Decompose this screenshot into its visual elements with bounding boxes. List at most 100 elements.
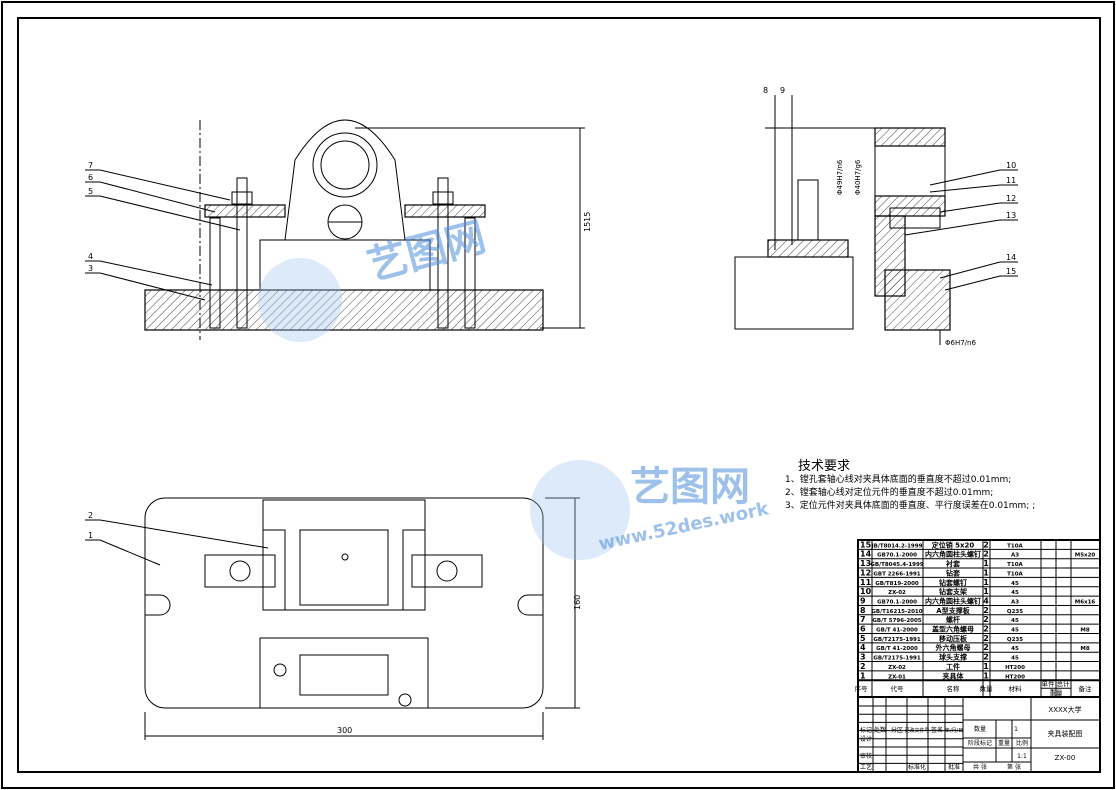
bom-cell-code: GBT 2266-1991 (873, 571, 920, 577)
bom-header-qty: 数量 (980, 684, 994, 693)
leader-line (99, 169, 231, 201)
bom-header-name: 名称 (947, 684, 961, 693)
bom-cell-name: 定位销 5x20 (932, 540, 975, 549)
bom-header-unit: 单件 (1042, 679, 1056, 688)
leader-line (944, 275, 1001, 291)
bom-cell-material: T10A (1007, 571, 1023, 577)
bom-cell-code: ZX-02 (888, 665, 906, 671)
bom-cell-code: GB/T 5796-2005 (872, 618, 921, 624)
bom-header-total: 总计 (1057, 679, 1071, 688)
bom-header-weight: 重量 (1050, 689, 1064, 697)
bom-header-no: 序号 (855, 684, 869, 693)
part-balloon: 4 (88, 252, 93, 261)
tech-req-title: 技术要求 (798, 459, 850, 474)
drawing-number: ZX-00 (1055, 754, 1076, 762)
bom-cell-no: 15 (860, 540, 872, 549)
bom-cell-name: 钻套支架 (939, 587, 967, 596)
bom-cell-qty: 1 (983, 587, 989, 596)
title-block-mark: 标记 (860, 726, 872, 734)
bom-cell-qty: 1 (983, 578, 989, 587)
title-block-qty: 1 (1014, 726, 1018, 733)
bom-cell-material: HT200 (1005, 674, 1025, 680)
title-block-sheet_total: 共 张 (973, 763, 987, 771)
bom-cell-material: 45 (1011, 581, 1019, 587)
title-block-weight_label: 重量 (998, 739, 1010, 747)
bom-cell-no: 12 (860, 568, 871, 577)
title-block-count: 处数 (874, 726, 886, 734)
bom-cell-material: Q235 (1007, 609, 1023, 615)
bom-cell-material: HT200 (1005, 665, 1025, 671)
bom-cell-material: 45 (1011, 656, 1019, 662)
bom-cell-note: M5x20 (1075, 553, 1096, 559)
bom-cell-name: 盖型六角螺母 (932, 625, 974, 634)
bom-cell-no: 13 (860, 559, 871, 568)
tech-req-item: 1、镗孔套轴心线对夹具体底面的垂直度不超过0.01mm; (785, 473, 1011, 485)
part-balloon: 15 (1006, 267, 1016, 276)
leader-line (99, 272, 206, 301)
bom-cell-qty: 2 (983, 606, 989, 615)
bom-cell-name: 工件 (946, 662, 960, 671)
bom-cell-no: 6 (860, 625, 866, 634)
title-block-date: 年/月/日 (945, 727, 963, 734)
leader-line (99, 195, 241, 231)
bom-cell-qty: 2 (983, 643, 989, 652)
bom-cell-qty: 4 (983, 596, 989, 605)
leader-line (99, 181, 216, 213)
bom-cell-code: ZX-02 (888, 590, 906, 596)
bom-cell-name: 内六角圆柱头螺钉 (925, 596, 981, 605)
svg-text:艺图网: 艺图网 (363, 214, 491, 289)
bom-cell-name: 衬套 (945, 559, 961, 568)
tech-req-item: 3、定位元件对夹具体底面的垂直度、平行度误差在0.01mm; ; (785, 499, 1035, 511)
leader-line (99, 539, 161, 566)
bom-cell-code: GB/T2175-1991 (873, 637, 921, 643)
dim-top-height: 160 (573, 595, 582, 610)
bom-cell-code: GB/T819-2000 (875, 581, 919, 587)
part-balloon: 12 (1006, 194, 1016, 203)
bom-cell-qty: 1 (983, 568, 989, 577)
title-block-zone: 分区 (891, 726, 903, 734)
title-block-approve: 批准 (948, 763, 960, 771)
tech-req-item: 2、镗套轴心线对定位元件的垂直度不超过0.01mm; (785, 486, 993, 498)
watermark: 艺图网 艺图网 www.52des.work (258, 214, 771, 560)
dim-fit-2: Φ40H7/g6 (854, 159, 862, 195)
bom-cell-code: GB/T16215-2010 (871, 609, 922, 615)
bom-cell-qty: 2 (983, 634, 989, 643)
bom-cell-qty: 2 (983, 540, 989, 549)
dim-top-width: 300 (337, 726, 352, 735)
side-view (734, 127, 951, 345)
leader-line (99, 260, 213, 286)
bom-header-code: 代号 (891, 684, 905, 693)
bom-cell-code: GB/T2175-1991 (873, 656, 921, 662)
part-balloon: 13 (1006, 211, 1016, 220)
title-block-frame (857, 696, 1101, 773)
title-block-change_doc: 更改文件号 (904, 727, 929, 734)
bom-cell-name: 钻套 (946, 568, 961, 577)
bom-cell-qty: 1 (983, 671, 989, 680)
bom-cell-code: GB70.1-2000 (877, 553, 917, 559)
front-view (144, 119, 585, 340)
title-block-standard: 标准化 (908, 763, 926, 771)
bom-cell-material: 45 (1011, 646, 1019, 652)
title-block-scale: 1:1 (1017, 753, 1027, 760)
bom-cell-name: 钻套螺钉 (939, 578, 967, 587)
leader-line (904, 219, 1001, 236)
title-block-scale_label: 比例 (1016, 739, 1028, 747)
title-block-qty_label: 数量 (974, 725, 986, 733)
part-balloon: 8 (763, 86, 768, 95)
bom-cell-note: M8 (1080, 628, 1089, 634)
part-balloon: 11 (1006, 176, 1016, 185)
bom-cell-qty: 2 (983, 615, 989, 624)
bom-cell-material: Q235 (1007, 637, 1023, 643)
bom-cell-name: 移动压板 (939, 634, 968, 643)
